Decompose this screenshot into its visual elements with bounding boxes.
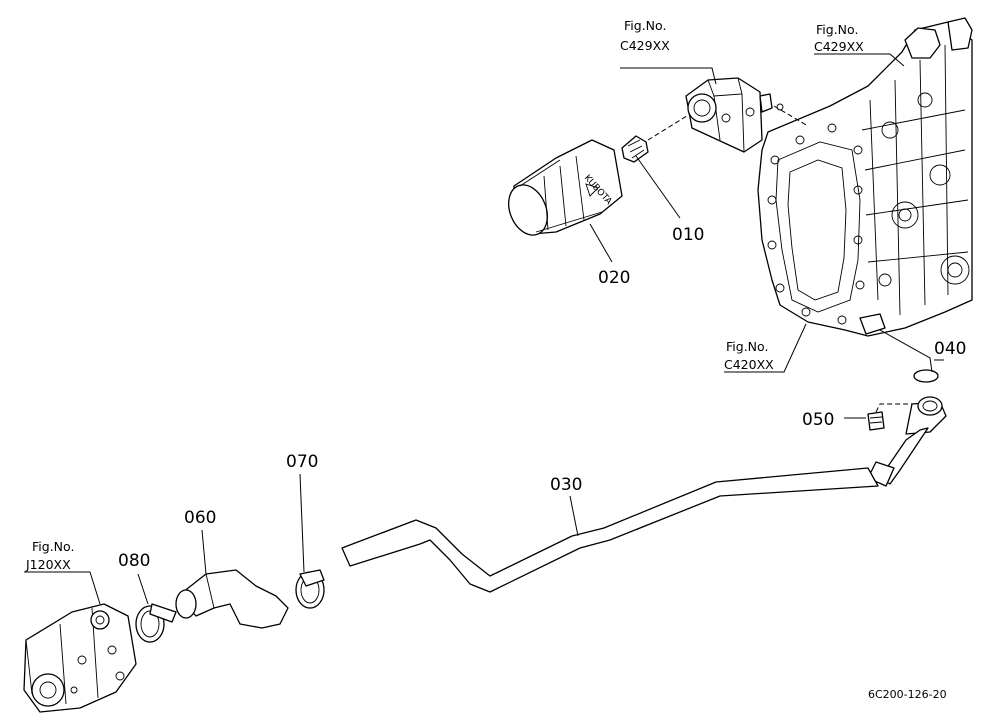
figref-c429-bracket: Fig.No. C429XX: [620, 18, 670, 53]
transmission-case: [757, 17, 973, 337]
figref-code: C429XX: [814, 39, 864, 54]
figref-label: Fig.No.: [624, 18, 666, 33]
return-pipe-030: [341, 396, 947, 593]
hose-clamp-070: [295, 569, 325, 609]
callout-010: 010: [672, 225, 704, 245]
hydraulic-pump: [23, 603, 137, 713]
nipple-010: [621, 113, 691, 163]
oil-filter-cartridge: KUBOTA: [508, 139, 623, 236]
figref-code: J120XX: [25, 557, 71, 572]
figref-code: C420XX: [724, 357, 774, 372]
figref-code: C429XX: [620, 38, 670, 53]
leader-lines: [24, 53, 944, 605]
callout-080: 080: [118, 551, 150, 571]
callout-030: 030: [550, 475, 582, 495]
figref-label: Fig.No.: [816, 22, 858, 37]
document-id: 6C200-126-20: [868, 688, 947, 701]
oil-filter-bracket: [685, 77, 784, 153]
figref-c420-case: Fig.No. C420XX: [724, 339, 774, 372]
rubber-hose-060: [175, 569, 289, 629]
callout-050: 050: [802, 410, 834, 430]
callout-040: 040: [934, 339, 966, 359]
figref-label: Fig.No.: [32, 539, 74, 554]
bracket-alignment-line: [773, 105, 809, 127]
fitting-050: [867, 403, 912, 431]
figref-c429-case: Fig.No. C429XX: [814, 22, 864, 54]
callout-070: 070: [286, 452, 318, 472]
o-ring-040: [913, 369, 939, 383]
o-ring-guide-line: [879, 329, 933, 373]
figref-j120-pump: Fig.No. J120XX: [25, 539, 74, 572]
callout-020: 020: [598, 268, 630, 288]
hose-clamp-080: [135, 603, 177, 643]
figref-label: Fig.No.: [726, 339, 768, 354]
callout-060: 060: [184, 508, 216, 528]
